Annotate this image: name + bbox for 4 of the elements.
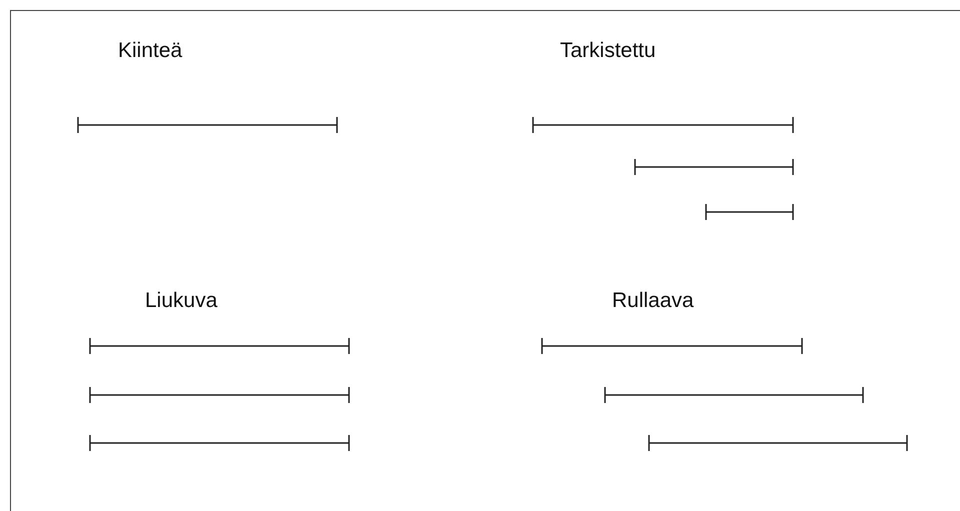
group-heading: Liukuva — [145, 290, 218, 311]
group-heading: Kiinteä — [118, 40, 182, 61]
group-heading: Tarkistettu — [560, 40, 656, 61]
group-heading: Rullaava — [612, 290, 694, 311]
